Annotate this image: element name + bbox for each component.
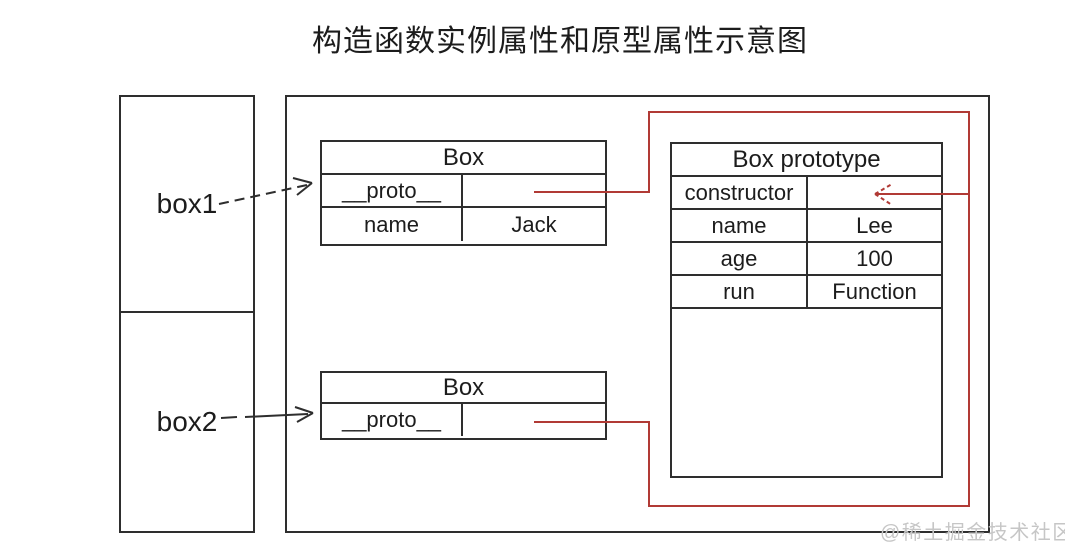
watermark: @稀土掘金技术社区 xyxy=(880,522,1065,544)
stack-panel: box1 box2 xyxy=(119,95,255,533)
property-name-cell: name xyxy=(322,208,463,241)
box2-label: box2 xyxy=(156,406,218,437)
table-row: __proto__ xyxy=(322,175,605,208)
property-value-cell xyxy=(463,175,605,206)
box1-instance-table: Box __proto__ name Jack xyxy=(320,140,607,246)
property-name-cell: age xyxy=(672,243,808,274)
diagram-title: 构造函数实例属性和原型属性示意图 xyxy=(312,25,808,58)
property-name-cell: __proto__ xyxy=(322,404,463,436)
table-row: age 100 xyxy=(672,243,941,276)
property-value-cell: Lee xyxy=(856,212,893,238)
property-value-cell xyxy=(463,404,605,436)
table-title: Box prototype xyxy=(672,144,941,177)
table-row: run Function xyxy=(672,276,941,309)
table-row: name Jack xyxy=(322,208,605,241)
table-row: __proto__ xyxy=(322,404,605,436)
table-row: name Lee xyxy=(672,210,941,243)
table-row: constructor xyxy=(672,177,941,210)
box2-slot: box2 xyxy=(121,313,253,531)
property-value-cell: Jack xyxy=(511,211,557,237)
property-name-cell: run xyxy=(672,276,808,307)
property-name-cell: name xyxy=(672,210,808,241)
box1-slot: box1 xyxy=(121,97,253,313)
box1-label: box1 xyxy=(156,188,218,219)
table-title: Box xyxy=(322,373,605,404)
prototype-empty-area xyxy=(672,309,941,466)
box2-instance-table: Box __proto__ xyxy=(320,371,607,440)
prototype-table: Box prototype constructor name Lee age 1… xyxy=(670,142,943,478)
property-value-cell: Function xyxy=(832,278,917,304)
property-name-cell: __proto__ xyxy=(322,175,463,206)
table-title: Box xyxy=(322,142,605,175)
property-name-cell: constructor xyxy=(672,177,808,208)
property-value-cell xyxy=(808,177,941,208)
property-value-cell: 100 xyxy=(856,245,893,271)
